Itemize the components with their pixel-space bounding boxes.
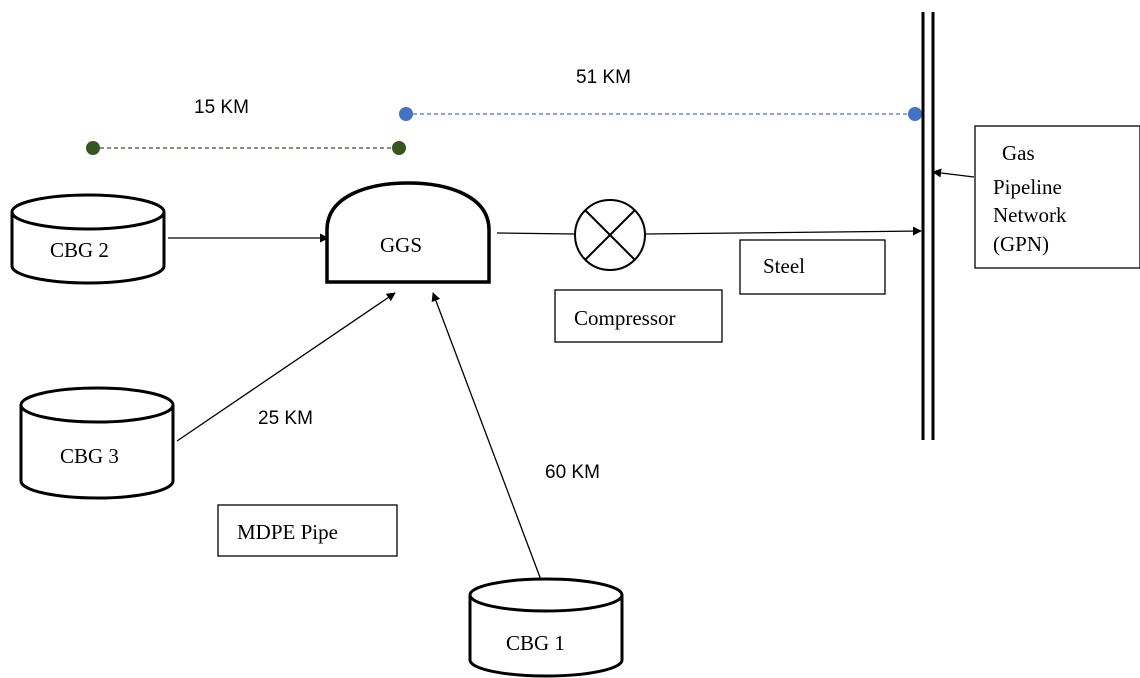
- mdpe-label: MDPE Pipe: [237, 520, 338, 544]
- distance-marker-51km: [399, 107, 922, 121]
- cbg1-cylinder: CBG 1: [468, 577, 624, 678]
- steel-label-box: Steel: [739, 239, 886, 295]
- gas-pipeline-network-line: [921, 12, 935, 440]
- cbg3-label: CBG 3: [60, 444, 119, 468]
- pipe-cbg1-to-ggs: [431, 292, 542, 581]
- compressor-label: Compressor: [574, 306, 676, 330]
- gpn-pointer-arrow: [932, 168, 975, 178]
- ggs-label: GGS: [380, 233, 422, 257]
- pipe-ggs-to-compressor: [496, 232, 575, 235]
- pipe-cbg3-to-ggs: [176, 292, 396, 442]
- distance-label-60km: 60 KM: [545, 462, 600, 483]
- distance-label-25km: 25 KM: [258, 408, 313, 429]
- mdpe-label-box: MDPE Pipe: [217, 504, 398, 557]
- gpn-label-box: Gas Pipeline Network (GPN): [974, 125, 1140, 269]
- distance-label-15km: 15 KM: [194, 97, 249, 118]
- compressor-symbol: [574, 199, 646, 271]
- cbg1-label: CBG 1: [506, 631, 565, 655]
- gpn-label-line-2: Pipeline: [993, 175, 1062, 199]
- ggs-station: GGS: [325, 181, 491, 284]
- compressor-label-box: Compressor: [554, 289, 723, 343]
- gpn-label-line-4: (GPN): [993, 232, 1049, 256]
- cbg2-cylinder: CBG 2: [10, 193, 166, 285]
- cbg2-label: CBG 2: [50, 238, 109, 262]
- gpn-label-line-1: Gas: [1002, 141, 1035, 165]
- distance-label-51km: 51 KM: [576, 67, 631, 88]
- pipe-compressor-to-gpn: [645, 226, 922, 236]
- distance-marker-15km: [86, 141, 406, 155]
- steel-label: Steel: [763, 254, 805, 278]
- cbg3-cylinder: CBG 3: [19, 386, 175, 500]
- gpn-label-line-3: Network: [993, 203, 1067, 227]
